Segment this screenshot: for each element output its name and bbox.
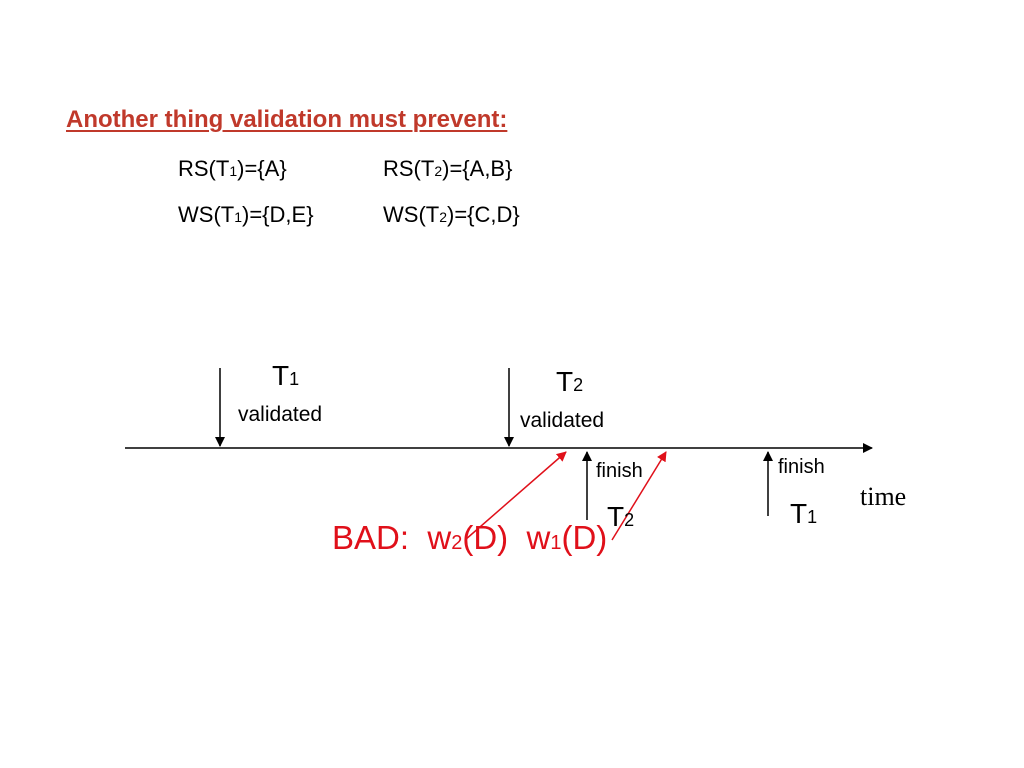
ws-t2: WS(T2)={C,D} (383, 202, 520, 227)
w1-to-axis-arrow (611, 451, 667, 541)
t1-finish-label: finish (778, 456, 825, 478)
bad-example: BAD: w2(D) w1(D) (332, 519, 608, 556)
w2-to-axis-arrow (464, 451, 567, 541)
rs-t2: RS(T2)={A,B} (383, 156, 513, 181)
t2-finish-label: finish (596, 460, 643, 482)
t2-validated-label: validated (520, 409, 605, 432)
t2-validated-name: T2 (556, 366, 584, 397)
t1-validated-label: validated (238, 403, 323, 426)
ws-t1: WS(T1)={D,E} (178, 202, 314, 227)
page-title: Another thing validation must prevent: (66, 106, 508, 133)
t2-finish-name: T2 (607, 501, 635, 532)
rs-t1: RS(T1)={A} (178, 156, 287, 181)
t1-finish-name: T1 (790, 498, 818, 529)
t1-validated-name: T1 (272, 360, 300, 391)
time-axis-label: time (860, 482, 907, 511)
